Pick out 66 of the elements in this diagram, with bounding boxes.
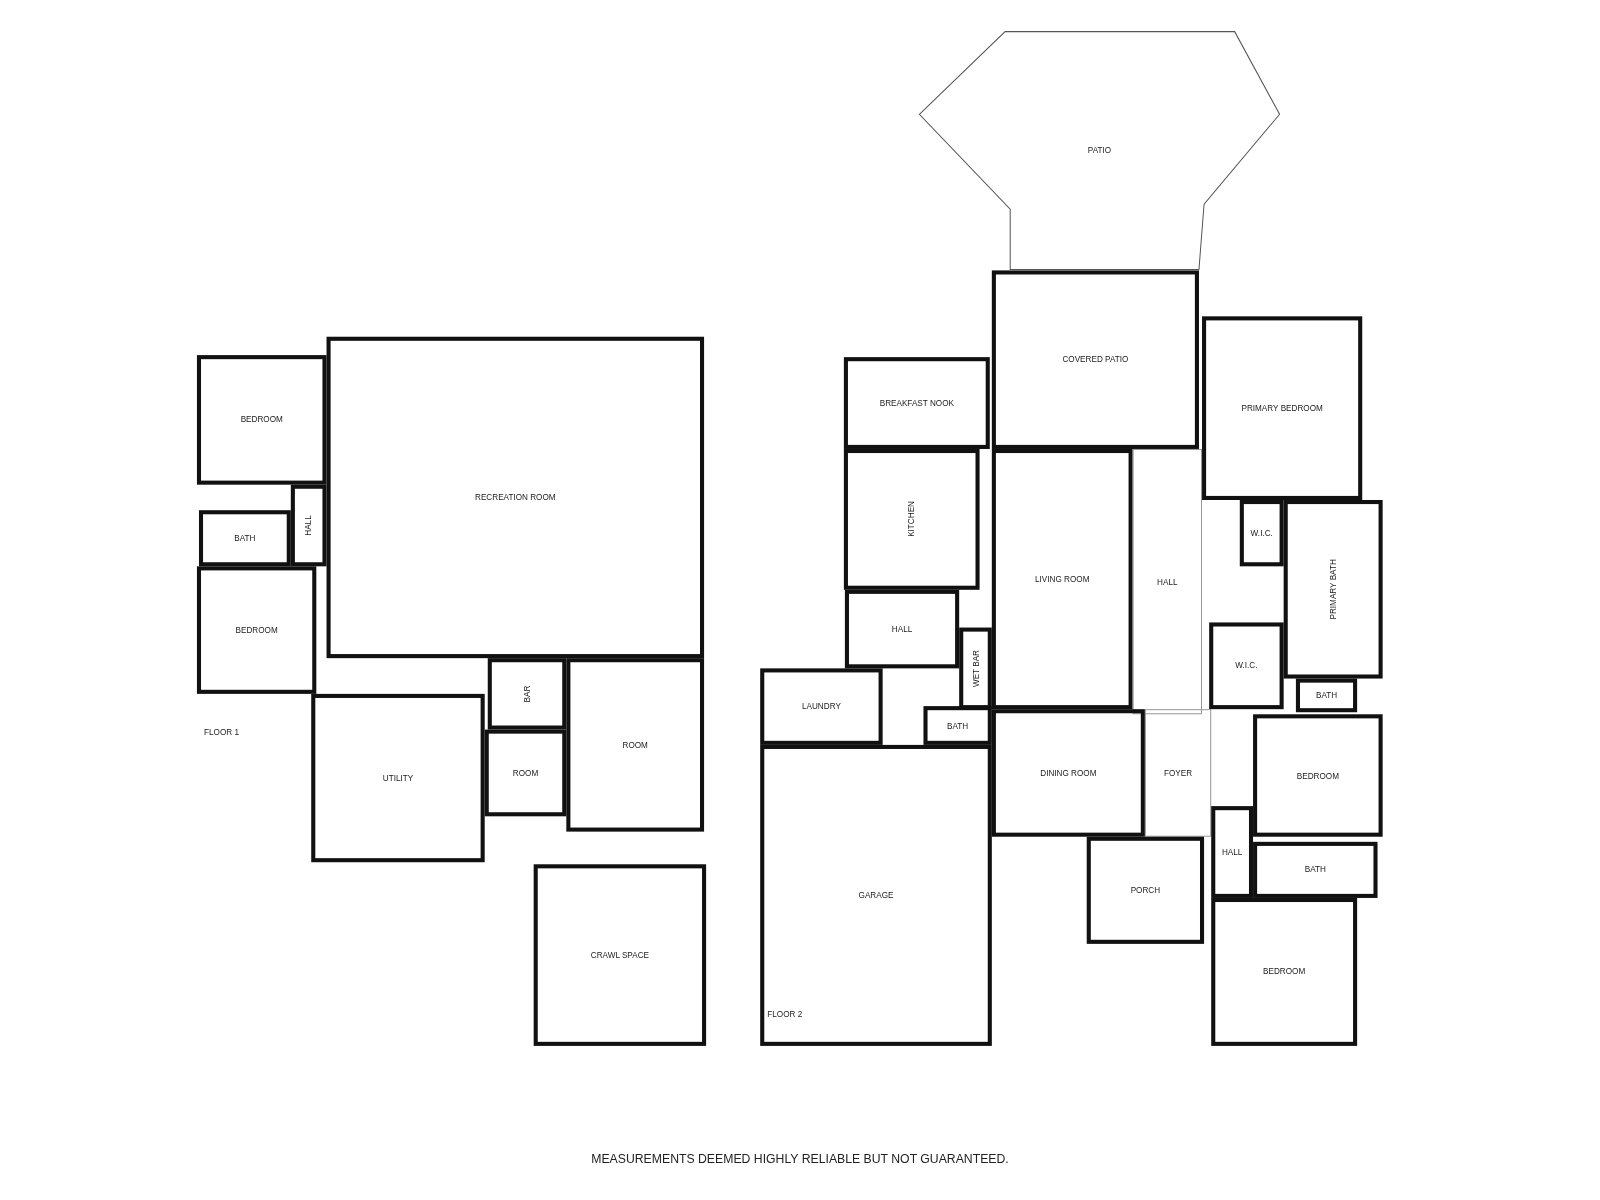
room-label: UTILITY bbox=[382, 773, 414, 783]
room-label: BATH bbox=[1315, 690, 1338, 700]
room-label: RECREATION ROOM bbox=[475, 492, 556, 503]
room-label: LAUNDRY bbox=[802, 702, 841, 712]
room bbox=[196, 566, 317, 694]
room bbox=[760, 668, 883, 745]
room-label: BEDROOM bbox=[235, 625, 278, 635]
room-label: WET BAR bbox=[970, 649, 981, 687]
room-label: BATH bbox=[947, 720, 969, 731]
room bbox=[1202, 316, 1363, 500]
room bbox=[533, 864, 707, 1046]
room-label: ROOM bbox=[512, 768, 539, 778]
room-label: BATH bbox=[234, 533, 256, 543]
room-label: GARAGE bbox=[858, 890, 894, 900]
room-label: HALL bbox=[891, 624, 913, 634]
room-label: DINING ROOM bbox=[1040, 768, 1097, 778]
room bbox=[566, 658, 705, 832]
room-label: KITCHEN bbox=[907, 501, 917, 538]
room-label: PRIMARY BATH bbox=[1328, 559, 1338, 620]
room-label: COVERED PATIO bbox=[1062, 355, 1129, 365]
room-label: HALL bbox=[304, 515, 314, 536]
room bbox=[1283, 500, 1383, 679]
room bbox=[1295, 678, 1358, 713]
room-label: W.I.C. bbox=[1235, 661, 1258, 671]
room-label: CRAWL SPACE bbox=[590, 950, 649, 960]
room-label: PATIO bbox=[1087, 145, 1112, 156]
room-label: BEDROOM bbox=[1296, 770, 1339, 781]
room-label: W.I.C. bbox=[1250, 528, 1273, 538]
room bbox=[1253, 714, 1383, 837]
room-label: BAR bbox=[522, 685, 532, 703]
room-label: HALL bbox=[1157, 577, 1178, 587]
room bbox=[923, 706, 992, 745]
floor-label: FLOOR 1 bbox=[204, 727, 239, 737]
room bbox=[844, 589, 960, 669]
room bbox=[991, 270, 1199, 449]
room bbox=[326, 336, 705, 659]
room bbox=[843, 357, 990, 449]
room-label: ROOM bbox=[622, 740, 648, 750]
room-label: HALL bbox=[1221, 847, 1243, 857]
room-label: FOYER bbox=[1164, 768, 1193, 778]
room bbox=[487, 658, 567, 730]
room bbox=[196, 355, 327, 485]
room bbox=[1239, 500, 1284, 567]
room-label: BREAKFAST NOOK bbox=[879, 398, 954, 408]
floor-label: FLOOR 2 bbox=[767, 1010, 803, 1020]
room bbox=[1209, 622, 1284, 710]
room-label: PRIMARY BEDROOM bbox=[1241, 403, 1323, 413]
patio-outline bbox=[918, 30, 1281, 271]
room bbox=[311, 693, 485, 863]
room bbox=[1211, 897, 1358, 1046]
room bbox=[484, 729, 567, 817]
room-label: PORCH bbox=[1130, 885, 1161, 895]
room bbox=[843, 449, 980, 590]
room-label: BEDROOM bbox=[1263, 967, 1306, 977]
room-label: BEDROOM bbox=[240, 415, 283, 425]
room bbox=[991, 709, 1145, 837]
room bbox=[290, 484, 327, 567]
room bbox=[1086, 836, 1205, 944]
room bbox=[1211, 806, 1254, 898]
room bbox=[1253, 841, 1378, 898]
room bbox=[199, 510, 291, 567]
caption: MEASUREMENTS DEEMED HIGHLY RELIABLE BUT NOT GUARANTEED. bbox=[591, 1152, 1009, 1167]
room-label: BATH bbox=[1304, 865, 1326, 875]
room bbox=[991, 449, 1133, 710]
room-label: LIVING ROOM bbox=[1035, 574, 1090, 584]
room bbox=[760, 744, 992, 1046]
